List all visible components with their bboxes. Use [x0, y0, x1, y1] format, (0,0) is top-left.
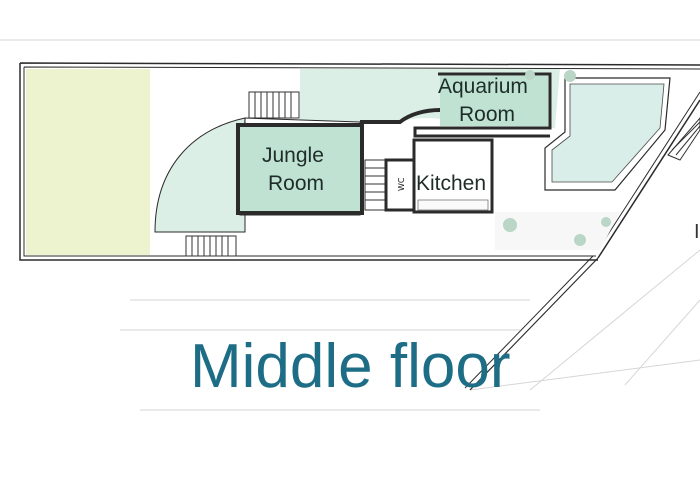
aquarium-room-label-line2: Room: [459, 103, 515, 126]
jungle-room-label-line1: Jungle: [262, 144, 324, 167]
site-lines: [0, 39, 700, 411]
stairs-upper: [248, 91, 300, 119]
page-title: Middle floor: [190, 332, 510, 401]
kitchen-label: Kitchen: [416, 172, 486, 195]
jungle-room-label-line2: Room: [268, 172, 324, 195]
plants: [503, 70, 611, 246]
aquarium-room-label-line1: Aquarium: [438, 75, 528, 98]
central-stair: [364, 159, 386, 211]
site-boundary: [19, 62, 700, 391]
stairs-lower: [185, 235, 237, 257]
stairs-right: [667, 117, 700, 161]
garden-area: [154, 117, 246, 233]
wc-label: WC: [397, 177, 406, 191]
kitchen-area: [412, 138, 494, 214]
jungle-room-area: [236, 123, 364, 215]
terrace-area: [495, 212, 620, 250]
lawn-area: [26, 69, 150, 255]
kitchen-counter: [417, 199, 489, 211]
edge-letter: I: [694, 221, 700, 243]
pool-water: [551, 83, 665, 183]
upper-wall-curve: [360, 108, 441, 124]
